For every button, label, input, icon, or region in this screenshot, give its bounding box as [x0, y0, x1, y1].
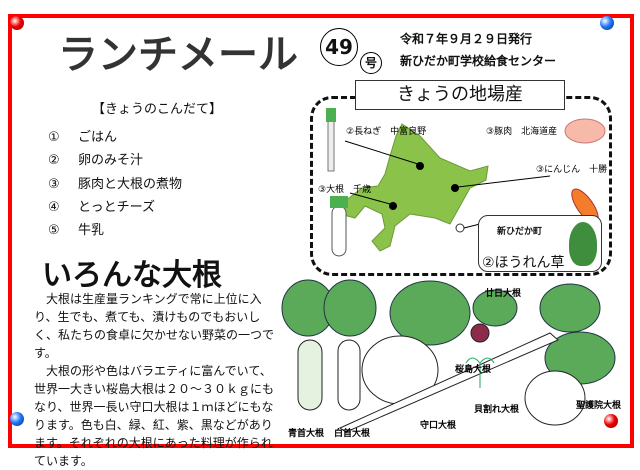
radish-illustrations: 青首大根 白首大根 桜島大根 廿日大根 守口大根 貝割れ大根 聖護院大根: [281, 279, 622, 439]
featured-box: 新ひだか町 ②ほうれん草: [478, 215, 602, 272]
pin-icon: [10, 412, 24, 426]
featured-label: ②ほうれん草: [482, 255, 565, 271]
leaves: [281, 279, 616, 385]
marker: [389, 202, 397, 210]
pin-icon: [10, 16, 24, 30]
menu-heading: 【きょうのこんだて】: [92, 102, 223, 117]
menu-num: ④: [48, 200, 60, 215]
hatsuka-radish: [470, 323, 490, 343]
radish-label: 青首大根: [288, 427, 325, 439]
pin-icon: [600, 16, 614, 30]
label-carrot: ③にんじん 十勝: [536, 163, 607, 175]
label-negi: ②長ねぎ 中富良野: [346, 125, 426, 137]
paragraph: 大根は生産量ランキングで常に上位に入り、生でも、煮ても、漬けものでもおいしく、私…: [34, 292, 275, 360]
hokkaido-shape: [339, 123, 489, 252]
menu-item: ④ とっとチーズ: [48, 196, 155, 215]
article-heading: いろんな大根: [42, 258, 222, 293]
menu-name: ごはん: [78, 130, 118, 145]
pig-icon: [564, 118, 606, 144]
menu-name: 卵のみそ汁: [78, 153, 144, 168]
newsletter-title: ランチメール: [58, 32, 298, 78]
menu-num: ①: [48, 130, 60, 145]
radish-label: 守口大根: [420, 419, 457, 431]
moriguchi-radish: [338, 332, 559, 433]
town-marker: [455, 223, 465, 233]
hokkaido-map: ②長ねぎ 中富良野 ③豚肉 北海道産 ③にんじん 十勝 ③大根 千歳: [318, 108, 607, 257]
issue-suffix: 号: [360, 52, 382, 74]
spinach-icon: [569, 222, 597, 266]
marker: [416, 162, 424, 170]
radish-label: 廿日大根: [485, 287, 522, 299]
menu-name: 牛乳: [78, 223, 105, 238]
menu-num: ③: [48, 177, 60, 192]
issue-number: 49: [320, 28, 358, 66]
pin-icon: [604, 414, 618, 428]
kaiware-radish: [465, 357, 495, 388]
menu-name: とっとチーズ: [78, 200, 155, 215]
label-pork: ③豚肉 北海道産: [486, 125, 557, 137]
label-daikon: ③大根 千歳: [318, 183, 371, 195]
menu-item: ③ 豚肉と大根の煮物: [48, 173, 182, 192]
paragraph: 大根の形や色はバラエティに富んでいて、世界一大きい桜島大根は２０～３０ｋｇにもな…: [34, 364, 275, 468]
marker: [451, 184, 459, 192]
menu-item: ⑤ 牛乳: [48, 219, 104, 238]
shirokubi-radish: [337, 339, 361, 411]
menu-num: ②: [48, 153, 60, 168]
menu-item: ① ごはん: [48, 126, 117, 145]
page-frame: [8, 14, 634, 448]
publish-date: 令和７年９月２９日発行: [400, 32, 533, 46]
radish-label: 桜島大根: [455, 363, 492, 375]
radish-label: 貝割れ大根: [474, 403, 520, 415]
radish-label: 聖護院大根: [576, 399, 622, 411]
radish-label: 白首大根: [334, 427, 371, 439]
article-body: 大根は生産量ランキングで常に上位に入り、生でも、煮ても、漬けものでもおいしく、私…: [34, 290, 278, 470]
leek-icon: [326, 108, 336, 172]
daikon-icon: [330, 196, 348, 257]
menu-num: ⑤: [48, 223, 60, 238]
menu-item: ② 卵のみそ汁: [48, 149, 143, 168]
shogoin-radish: [524, 370, 586, 426]
local-produce-title: きょうの地場産: [355, 80, 565, 110]
menu-name: 豚肉と大根の煮物: [78, 177, 183, 192]
publisher: 新ひだか町学校給食センター: [400, 54, 557, 68]
aokubi-radish: [297, 339, 323, 411]
town-label: 新ひだか町: [497, 227, 543, 237]
